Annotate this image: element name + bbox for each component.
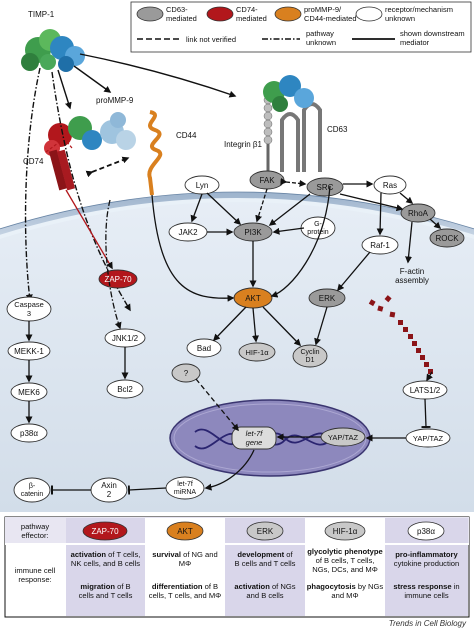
- table-effector-akt: [166, 521, 204, 541]
- cd44-receptor: [147, 110, 163, 196]
- legend-swatch-cd74: [206, 6, 234, 22]
- label-q: ?: [184, 369, 189, 378]
- legend-box: [130, 1, 472, 53]
- label-yaptaz-cyto: YAP/TAZ: [413, 434, 444, 443]
- label-lyn: Lyn: [196, 181, 209, 190]
- node-q: [171, 363, 201, 383]
- cd63-label: CD63: [327, 125, 348, 134]
- table-effector-p38-label: p38α: [417, 527, 435, 536]
- table-row-label-response: immune cell response:: [14, 566, 56, 584]
- label-bcl2: Bcl2: [117, 385, 133, 394]
- label-yaptaz-nuc: YAP/TAZ: [328, 433, 359, 442]
- legend-label-cd44: proMMP-9/CD44-mediated: [304, 5, 357, 23]
- journal-brand: Trends in Cell Biology: [388, 619, 466, 628]
- label-rock: ROCK: [435, 234, 459, 243]
- label-ras: Ras: [383, 181, 397, 190]
- label-bad: Bad: [197, 344, 211, 353]
- prommp9-label: proMMP-9: [96, 96, 134, 105]
- node-rhoa: [400, 203, 436, 223]
- legend-swatch-unknown: [355, 6, 383, 22]
- table-resp1-akt: survival of NG and MΦ: [152, 550, 218, 568]
- label-fak: FAK: [259, 176, 275, 185]
- label-mekk1: MEKK-1: [14, 347, 44, 356]
- label-erk: ERK: [319, 294, 336, 303]
- node-hif1a: [238, 342, 276, 362]
- table-resp2-akt: differentiation of B cells, T cells, and…: [148, 582, 222, 600]
- node-bcl2: [106, 379, 144, 399]
- table-resp1-hif: glycolytic phenotype of B cells, T cells…: [307, 547, 383, 574]
- label-src: SRC: [317, 183, 334, 192]
- label-jak2: JAK2: [178, 228, 198, 237]
- table-effector-zap70-label: ZAP-70: [91, 527, 119, 536]
- node-let7f-gene: [231, 426, 277, 450]
- timp1-cd63-protein: [263, 75, 314, 112]
- legend-label-cd63: CD63-mediated: [166, 5, 197, 23]
- node-cyclind1: [292, 344, 328, 368]
- table-effector-hif-label: HIF-1α: [333, 527, 358, 536]
- label-hif1a: HIF-1α: [245, 348, 269, 357]
- node-src: [306, 177, 344, 197]
- label-bcatenin: β-catenin: [21, 483, 44, 498]
- table-resp1-zap70: activation of T cells, NK cells, and B c…: [70, 550, 141, 568]
- label-gprotein: G-protein: [307, 221, 329, 236]
- node-rock: [429, 228, 465, 248]
- table-resp1-p38: pro-inflammatory cytokine production: [393, 550, 460, 568]
- cd74-receptor: [48, 149, 76, 191]
- factin-filament: [368, 295, 433, 374]
- label-jnk: JNK1/2: [112, 334, 139, 343]
- table-resp1-erk: development of B cells and T cells: [234, 550, 296, 568]
- node-raf1: [361, 235, 399, 255]
- table-effector-hif: [324, 521, 366, 541]
- table-effector-erk-label: ERK: [257, 527, 274, 536]
- table-resp2-erk: activation of NGs and B cells: [234, 582, 296, 600]
- label-rhoa: RhoA: [408, 209, 429, 218]
- legend-swatch-cd44: [274, 6, 302, 22]
- node-bad: [186, 338, 222, 358]
- table-resp2-zap70: migration of B cells and T cells: [78, 582, 133, 600]
- cd44-label: CD44: [176, 131, 197, 140]
- legend-text-not-verified: link not verified: [186, 35, 236, 44]
- label-pi3k: PI3K: [244, 228, 262, 237]
- timp1-label: TIMP-1: [28, 10, 55, 19]
- table-effector-erk: [246, 521, 284, 541]
- label-zap70: ZAP-70: [104, 275, 132, 284]
- table-resp2-p38: stress response in immune cells: [393, 582, 460, 600]
- cd74-label: CD74: [23, 157, 44, 166]
- label-akt: AKT: [245, 294, 261, 303]
- node-ras: [373, 175, 407, 195]
- table-resp2-hif: phagocytosis by NGs and MΦ: [306, 582, 384, 600]
- table-effector-p38: [407, 521, 445, 541]
- legend-swatch-cd63: [136, 6, 164, 22]
- node-bcatenin: [13, 477, 51, 503]
- table-effector-akt-label: AKT: [177, 527, 193, 536]
- legend-label-cd74: CD74-mediated: [236, 5, 267, 23]
- table-row-label-effector: pathway effector:: [20, 522, 50, 540]
- node-p38a: [10, 423, 48, 443]
- table-effector-zap70: [82, 521, 128, 541]
- label-mek6: MEK6: [18, 388, 40, 397]
- integrin-label: Integrin β1: [224, 140, 263, 149]
- label-p38a: p38α: [20, 429, 38, 438]
- timp1-protein: [21, 29, 85, 72]
- label-raf1: Raf-1: [370, 241, 390, 250]
- integrin-beads: [263, 95, 273, 145]
- label-lats: LATS1/2: [410, 386, 441, 395]
